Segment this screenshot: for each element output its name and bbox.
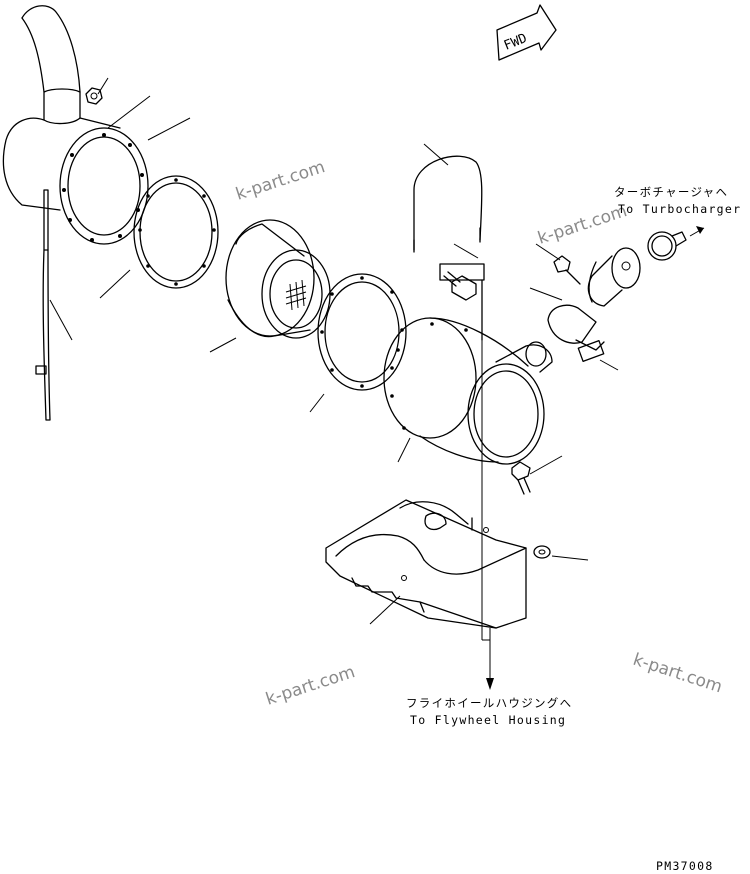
watermark-3: k-part.com (263, 662, 357, 710)
small-bolt-part (553, 255, 581, 285)
fwd-label: FWD (502, 31, 530, 54)
gasket-part-1 (133, 175, 219, 289)
adapter-pipe-part (587, 247, 641, 307)
flywheel-label-en: To Flywheel Housing (410, 713, 566, 727)
leader-lines (99, 95, 619, 625)
fwd-arrow-icon: FWD (496, 4, 557, 61)
bolt-part-1 (443, 271, 477, 301)
nut-part (85, 77, 109, 105)
inner-pipe-part (225, 219, 331, 339)
muffler-flange (59, 127, 149, 245)
watermark-4: k-part.com (630, 650, 724, 698)
mounting-strap-part (35, 189, 73, 421)
flywheel-arrow (481, 340, 494, 690)
clamp-part (547, 304, 605, 362)
washer-part (533, 545, 551, 559)
turbocharger-label-en: To Turbocharger (618, 202, 741, 216)
turbocharger-label-jp: ターボチャージャヘ (614, 185, 728, 199)
drawing-code: PM37008 (656, 859, 714, 873)
watermark-1: k-part.com (233, 157, 327, 205)
hose-clamp-part (647, 231, 687, 261)
silencer-body-part (383, 263, 553, 465)
flywheel-label-jp: フライホイールハウジングへ (406, 696, 572, 710)
bolt-part-2 (511, 461, 531, 495)
wire-rod-part (413, 155, 483, 253)
watermark-2: k-part.com (535, 201, 629, 249)
turbocharger-arrow (689, 226, 705, 237)
gasket-part-2 (317, 273, 407, 391)
cradle-bracket-part (325, 499, 527, 629)
muffler-part (2, 5, 149, 245)
